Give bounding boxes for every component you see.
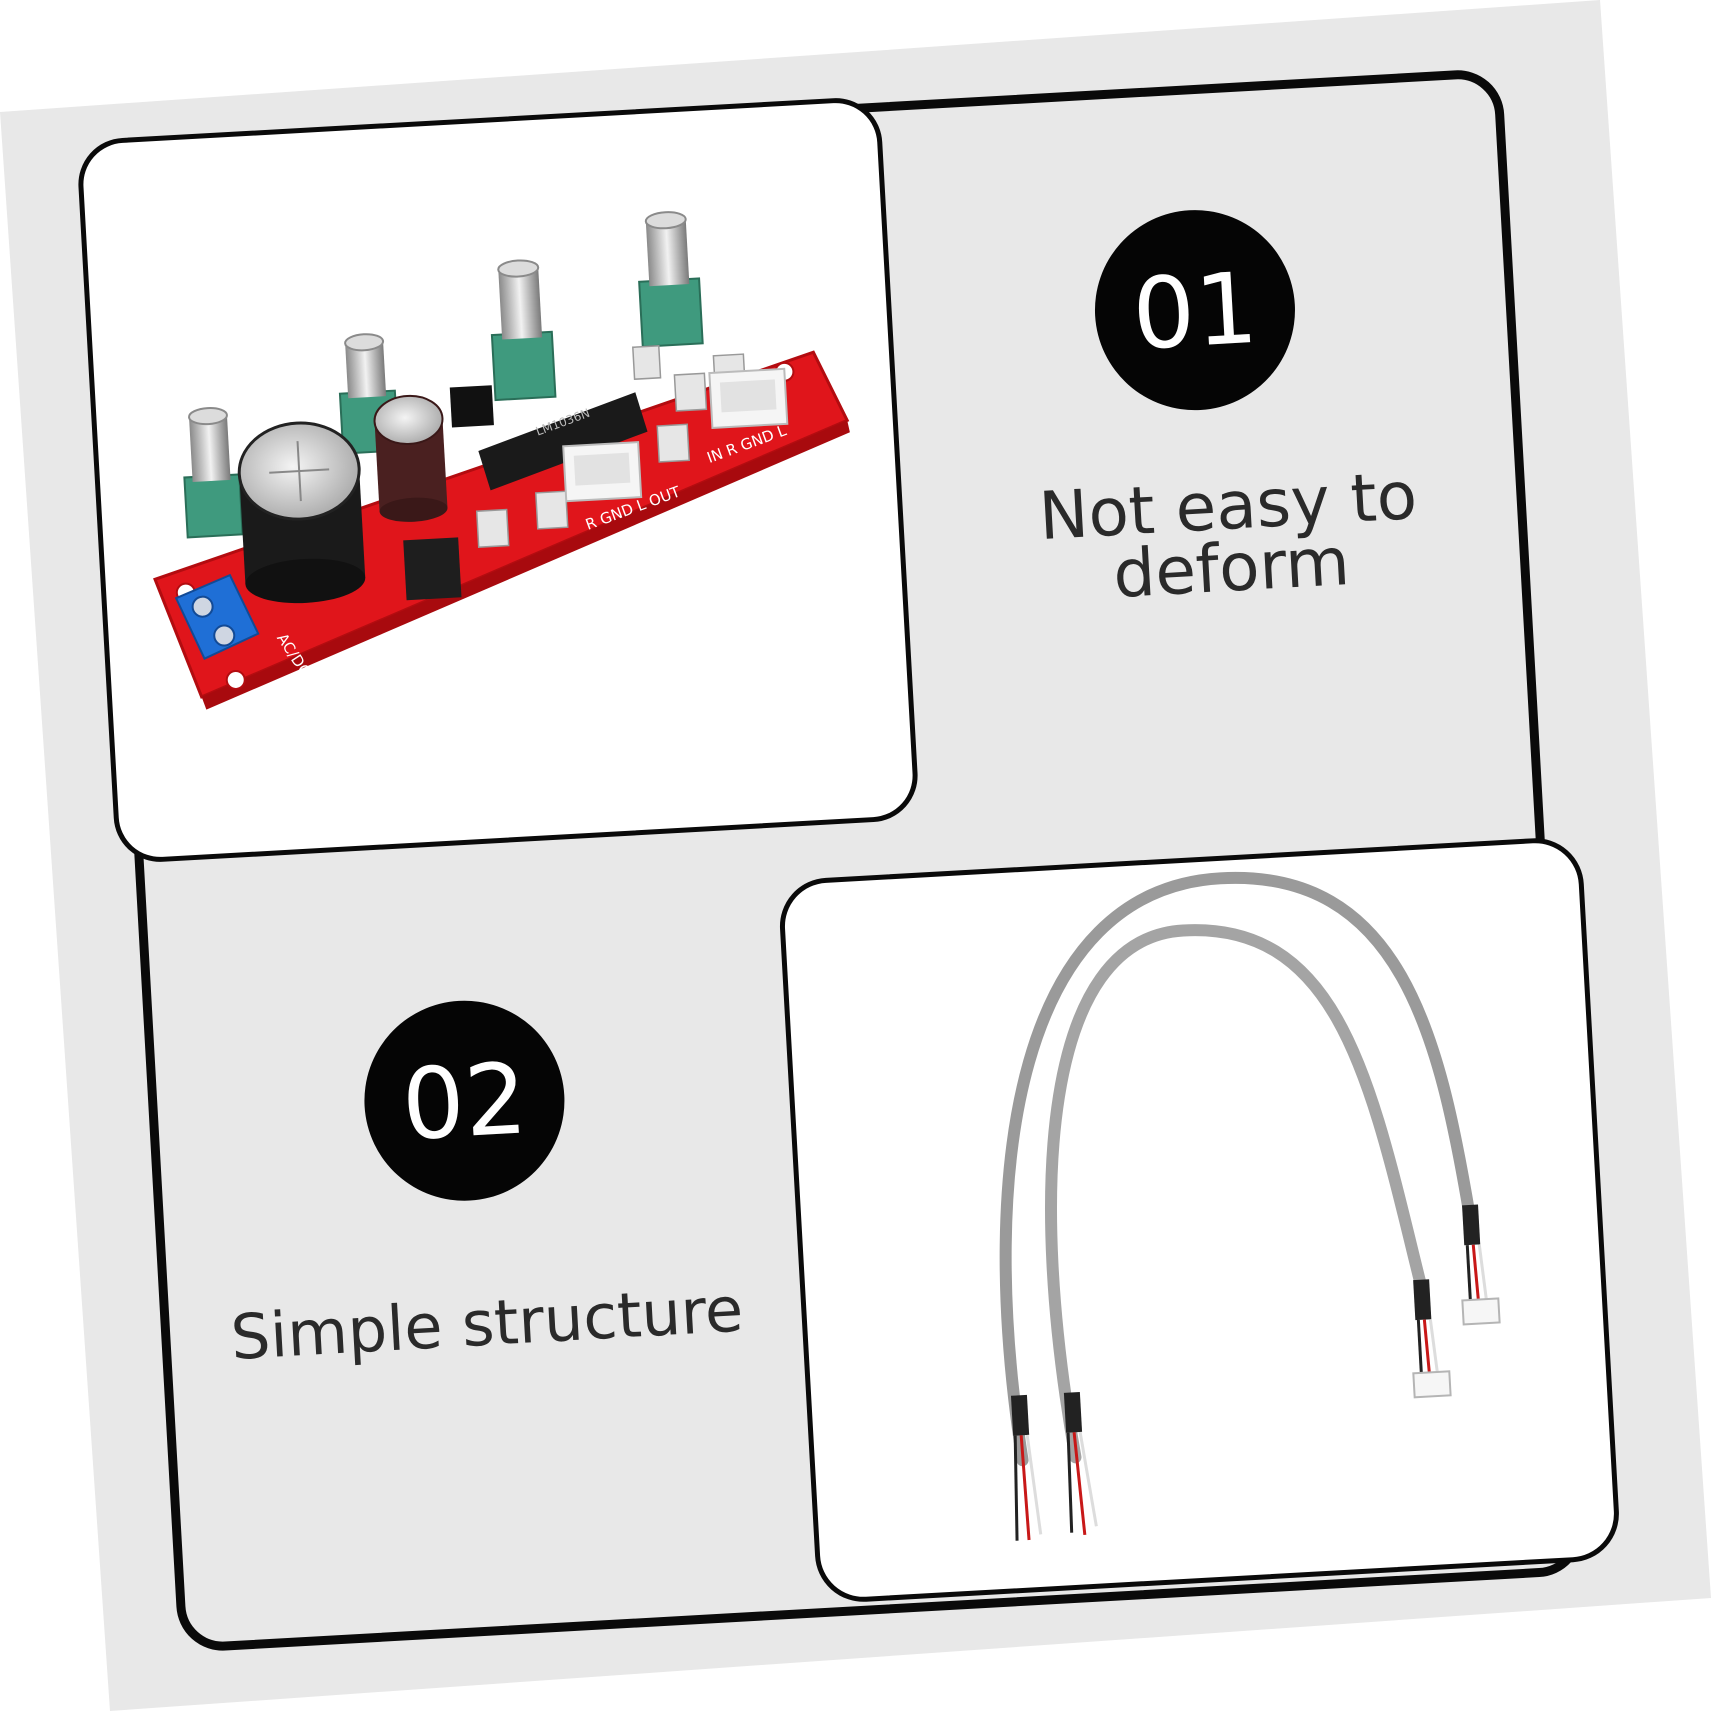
feature-01: 01 Not easy to deform	[1037, 210, 1419, 613]
potentiometer-4	[638, 211, 704, 348]
regulator	[403, 537, 462, 601]
power-terminal	[174, 573, 260, 660]
connector-cables	[999, 871, 1501, 1541]
feature-02-number: 02	[399, 1042, 530, 1163]
potentiometer-3	[490, 259, 557, 402]
cable-1	[999, 871, 1476, 1467]
feature-01-caption-line-2: deform	[1111, 523, 1351, 613]
jumper	[449, 385, 494, 428]
small-capacitors	[475, 345, 747, 548]
board-panel: LM1036N R GND L	[78, 98, 918, 862]
ic-chip: LM1036N	[478, 392, 648, 491]
cable-2	[1045, 924, 1428, 1464]
input-connector	[708, 367, 789, 430]
large-capacitor	[237, 421, 366, 604]
feature-02-badge	[364, 1000, 565, 1201]
bare-wire-ends	[1013, 1431, 1098, 1541]
tone-control-board: LM1036N R GND L	[153, 211, 850, 710]
plug-ends	[1412, 1244, 1501, 1399]
cable-panel	[779, 838, 1619, 1602]
feature-01-badge	[1094, 210, 1295, 411]
output-connector	[562, 441, 643, 503]
feature-01-number: 01	[1130, 252, 1261, 373]
brown-capacitor	[373, 394, 448, 522]
